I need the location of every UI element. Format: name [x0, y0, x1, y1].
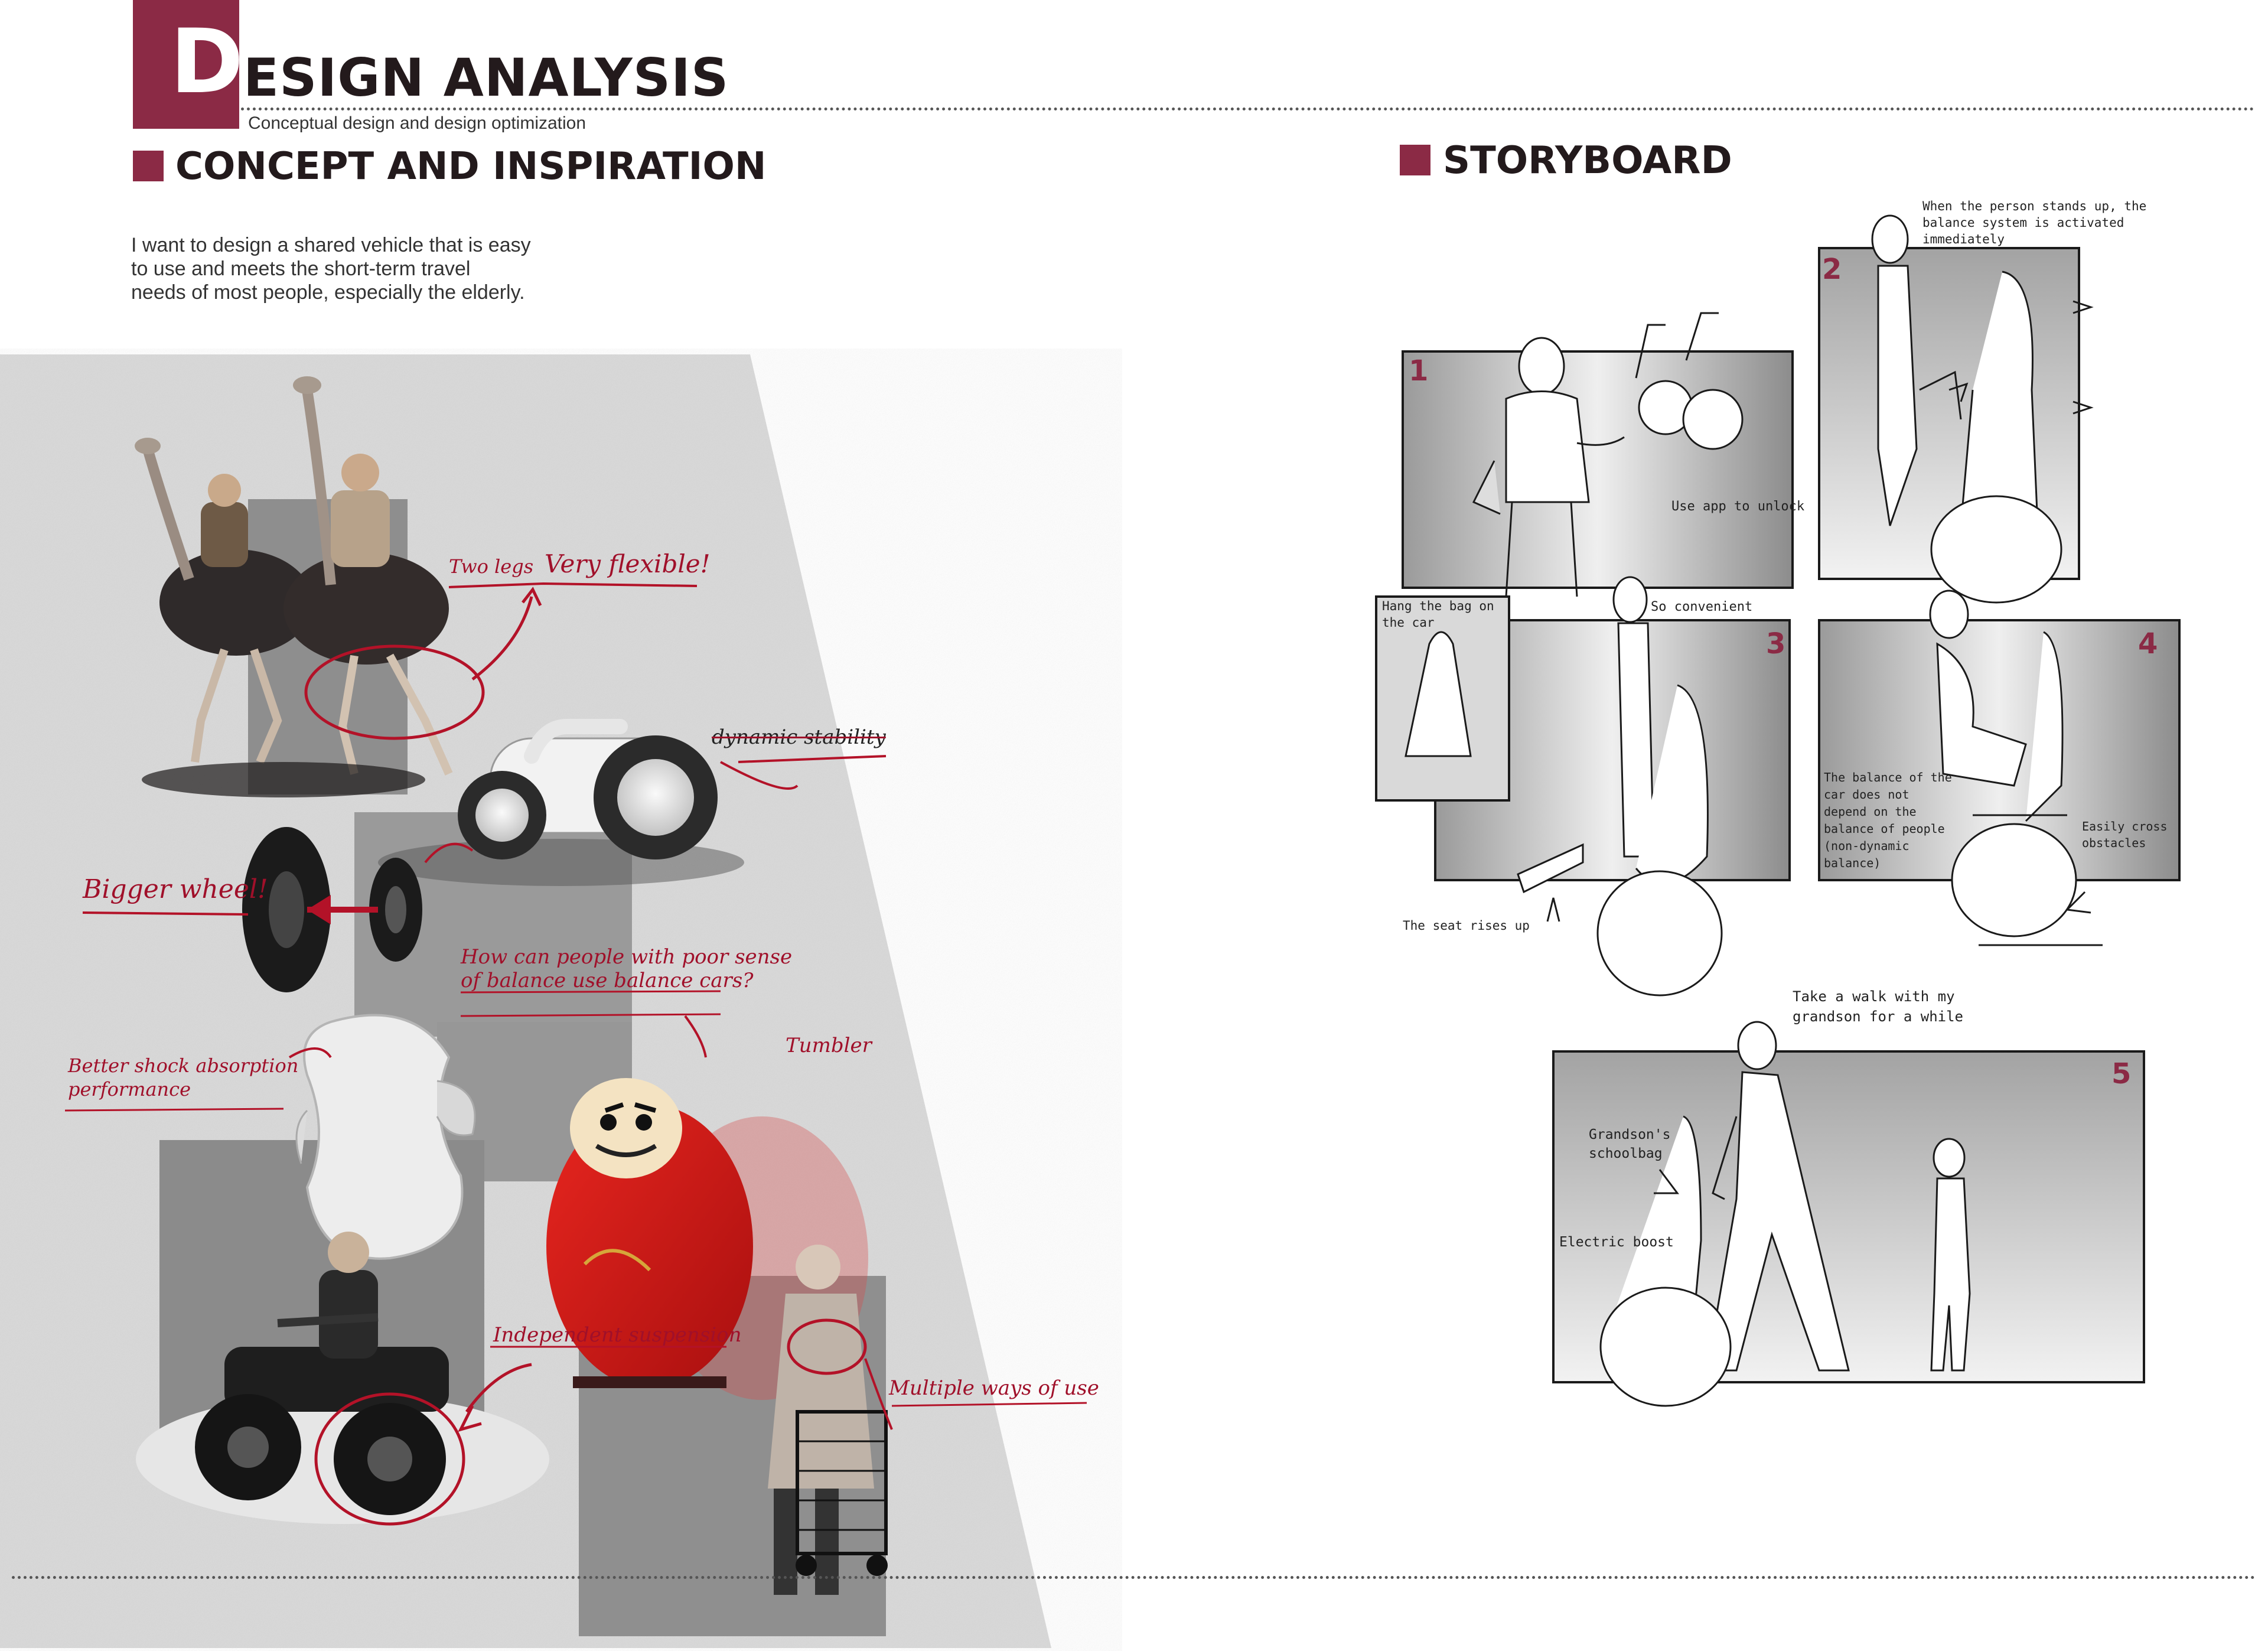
panel-2-sketch — [1871, 214, 2094, 604]
inspiration-collage — [0, 354, 1087, 1648]
panel-5-sketch — [1599, 1021, 1971, 1407]
caption-unlock: Use app to unlock — [1671, 499, 1805, 514]
handle-circle — [787, 1318, 867, 1375]
caption-nd-line-4: balance of people — [1824, 822, 1945, 836]
title-initial: D — [170, 11, 244, 113]
concept-intro: I want to design a shared vehicle that i… — [131, 233, 580, 304]
intro-line-2: to use and meets the short-term travel — [131, 258, 471, 280]
concept-heading: CONCEPT AND INSPIRATION — [175, 145, 767, 188]
annotation-tumbler: Tumbler — [786, 1034, 872, 1057]
caption-obstacles-line-2: obstacles — [2082, 836, 2146, 850]
caption-walk-line-1: Take a walk with my — [1793, 988, 1955, 1005]
annotation-balance-question-2: of balance use balance cars? — [461, 969, 754, 992]
panel-1 — [1402, 350, 1794, 589]
caption-non-dynamic-balance: The balance of the car does not depend o… — [1824, 769, 1952, 872]
caption-walk-line-2: grandson for a while — [1793, 1008, 1963, 1025]
page-subtitle: Conceptual design and design optimizatio… — [248, 113, 586, 133]
caption-balance-activated: When the person stands up, the balance s… — [1922, 198, 2146, 248]
tires-photo — [242, 827, 422, 992]
annotation-bigger-wheel: Bigger wheel! — [83, 874, 268, 904]
header-divider — [241, 108, 2255, 110]
panel-3-number: 3 — [1766, 627, 1786, 660]
legs-circle — [304, 644, 485, 740]
annotation-very-flexible: Very flexible! — [545, 549, 711, 578]
caption-hang-bag: Hang the bag on the car — [1382, 598, 1494, 631]
annotation-shock-1: Better shock absorption — [68, 1054, 299, 1077]
caption-balance-line-1: When the person stands up, the — [1922, 199, 2147, 213]
caption-nd-line-6: balance) — [1824, 856, 1881, 870]
panel-2-number: 2 — [1822, 253, 1842, 286]
caption-cross-obstacles: Easily cross obstacles — [2082, 818, 2168, 851]
caption-hang-line-1: Hang the bag on — [1382, 599, 1494, 613]
caption-schoolbag-line-2: schoolbag — [1589, 1146, 1663, 1161]
annotation-balance-question-1: How can people with poor sense — [461, 945, 793, 969]
ostrich-riders-photo — [135, 376, 453, 797]
section-marker-concept — [133, 151, 164, 181]
caption-schoolbag-line-1: Grandson's — [1589, 1127, 1671, 1142]
title-badge — [133, 0, 239, 129]
panel-3-sketch — [1405, 576, 1723, 997]
caption-nd-line-5: (non-dynamic — [1824, 839, 1909, 853]
annotation-multiple-ways: Multiple ways of use — [889, 1376, 1099, 1400]
intro-line-3: needs of most people, especially the eld… — [131, 281, 525, 304]
caption-convenient: So convenient — [1651, 600, 1753, 614]
storyboard-sketches — [1375, 214, 2181, 1407]
caption-nd-line-1: The balance of the — [1824, 770, 1952, 784]
section-marker-storyboard — [1400, 145, 1430, 175]
annotation-dynamic-stability: dynamic stability — [712, 725, 886, 749]
annotation-suspension: Independent suspension — [493, 1323, 742, 1347]
storyboard-heading: STORYBOARD — [1443, 139, 1732, 183]
footer-divider — [12, 1576, 2256, 1579]
annotation-two-legs: Two legs — [449, 555, 534, 578]
panel-5-number: 5 — [2111, 1057, 2132, 1090]
panel-1-number: 1 — [1409, 354, 1429, 387]
annotation-shock-2: performance — [68, 1078, 191, 1100]
atv-photo — [136, 1232, 549, 1524]
caption-nd-line-3: depend on the — [1824, 805, 1917, 819]
panel-4-number: 4 — [2138, 627, 2158, 660]
caption-hang-line-2: the car — [1382, 616, 1435, 630]
elderly-cart-photo — [768, 1245, 888, 1595]
page-title: ESIGN ANALYSIS — [243, 47, 729, 108]
suspension-circle — [314, 1392, 465, 1526]
panel-1-sketch — [1472, 312, 1744, 597]
caption-balance-line-2: balance system is activated — [1922, 216, 2124, 230]
caption-nd-line-2: car does not — [1824, 787, 1909, 802]
caption-balance-line-3: immediately — [1922, 232, 2005, 246]
caption-seat-rises: The seat rises up — [1403, 919, 1530, 933]
panel-4-sketch — [1929, 590, 2103, 946]
balance-scooter-photo — [378, 719, 744, 886]
caption-electric-boost: Electric boost — [1559, 1235, 1674, 1250]
intro-line-1: I want to design a shared vehicle that i… — [131, 234, 531, 256]
caption-schoolbag: Grandson's schoolbag — [1589, 1125, 1670, 1163]
caption-walk-grandson: Take a walk with my grandson for a while — [1793, 986, 1963, 1027]
cushion-photo — [295, 1014, 476, 1260]
caption-obstacles-line-1: Easily cross — [2082, 819, 2168, 833]
